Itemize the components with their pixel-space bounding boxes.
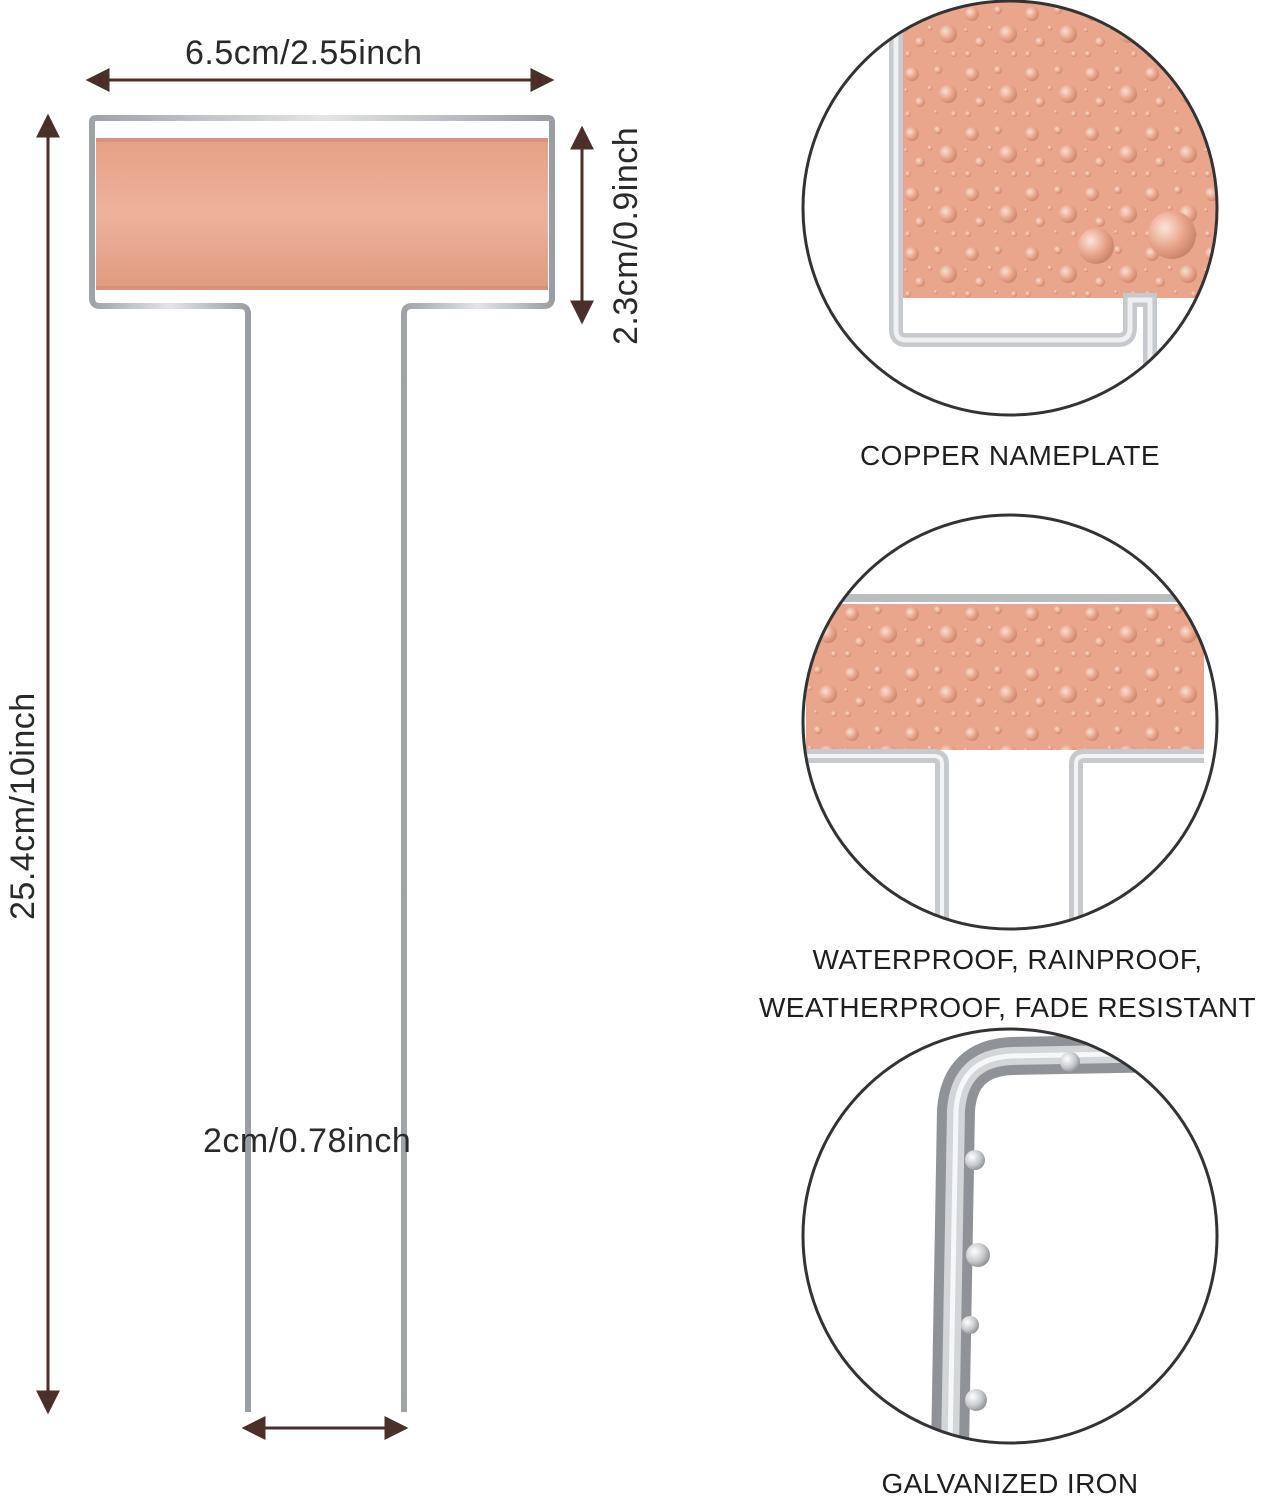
dimension-arrows <box>36 68 594 1440</box>
left-leg-wire <box>89 297 251 1412</box>
leg-spacing-label: 2cm/0.78inch <box>203 1122 412 1160</box>
wire-frame <box>89 115 555 300</box>
copper-plate <box>96 138 548 290</box>
detail-circle-galvanized <box>801 1027 1219 1445</box>
caption-galvanized-iron: GALVANIZED IRON <box>881 1468 1139 1499</box>
caption-waterproof-line2: WEATHERPROOF, FADE RESISTANT <box>758 992 1257 1023</box>
caption-copper-nameplate: COPPER NAMEPLATE <box>860 440 1160 471</box>
plant-label-stake <box>89 115 555 1412</box>
caption-waterproof: WATERPROOF, RAINPROOF, WEATHERPROOF, FAD… <box>745 936 1270 1032</box>
total-length-label: 25.4cm/10inch <box>4 692 42 920</box>
right-leg-wire <box>401 297 555 1412</box>
detail-circle-copper <box>801 0 1219 417</box>
plate-height-label: 2.3cm/0.9inch <box>607 126 645 345</box>
width-label: 6.5cm/2.55inch <box>185 34 423 72</box>
detail-circle-waterproof <box>801 513 1219 931</box>
caption-waterproof-line1: WATERPROOF, RAINPROOF, <box>812 944 1203 975</box>
